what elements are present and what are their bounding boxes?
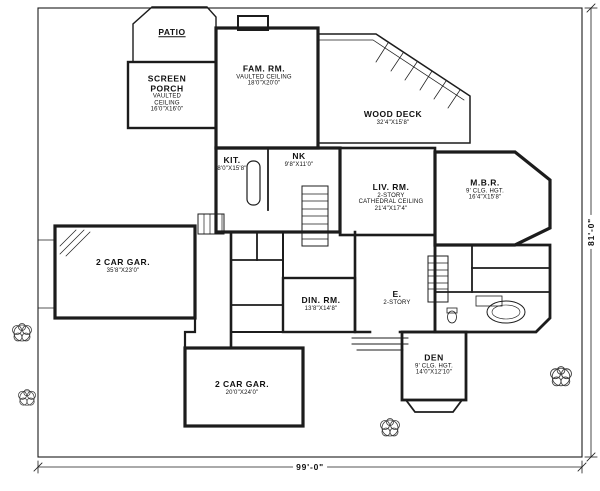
garage-upper-walls <box>53 224 197 320</box>
room-dims: 21'4"X17'4" <box>374 206 408 213</box>
room-label-kit: KIT. 8'0"X15'8" <box>217 154 247 172</box>
tree-icon <box>18 389 36 406</box>
room-dims: 14'0"X12'10" <box>415 369 453 376</box>
room-dims: 35'8"X23'0" <box>106 267 140 274</box>
room-name: M.B.R. <box>470 177 500 188</box>
room-name: 2 CAR GAR. <box>95 256 151 267</box>
garage-lower-walls <box>183 346 305 428</box>
room-dims: 16'0"X16'0" <box>150 106 184 113</box>
room-dims: 32'4"X15'8" <box>376 119 410 126</box>
room-note: 2-STORY <box>383 299 411 306</box>
room-label-liv-rm: LIV. RM. 2-STORY CATHEDRAL CEILING 21'4"… <box>359 183 424 213</box>
room-name: DEN <box>424 352 444 363</box>
property-border <box>37 7 583 458</box>
room-name: LIV. RM. <box>372 182 410 193</box>
stairs-main <box>301 185 329 247</box>
room-label-screen-porch: SCREEN PORCH VAULTED CEILING 16'0"X16'0" <box>141 74 193 113</box>
room-label-fam-rm: FAM. RM. VAULTED CEILING 18'0"X20'0" <box>236 63 292 88</box>
room-name: 2 CAR GAR. <box>214 378 270 389</box>
room-label-wood-deck: WOOD DECK 32'4"X15'8" <box>363 108 423 126</box>
front-steps <box>351 337 409 351</box>
room-label-gar-upper: 2 CAR GAR. 35'8"X23'0" <box>95 256 151 274</box>
tree-icon <box>380 418 400 437</box>
room-name: PATIO <box>158 27 186 38</box>
toilet-symbol <box>446 307 458 324</box>
driveway-lines <box>37 239 56 309</box>
room-dims: 16'4"X15'8" <box>468 194 502 201</box>
vanity-counter <box>475 295 503 307</box>
room-name: FAM. RM. <box>242 63 286 74</box>
dimension-height-label: 81'-0" <box>586 215 596 249</box>
kitchen-island <box>246 160 261 206</box>
stairs-mudroom <box>197 213 225 235</box>
room-label-patio: PATIO <box>158 28 185 38</box>
room-label-din-rm: DIN. RM. 13'8"X14'8" <box>301 294 341 312</box>
room-name: NK <box>292 150 306 161</box>
room-dims: 8'0"X15'8" <box>217 165 247 172</box>
room-note: 9' CLG. HGT. <box>415 363 453 370</box>
room-note: 9' CLG. HGT. <box>466 188 504 195</box>
room-note: CATHEDRAL CEILING <box>358 199 424 206</box>
deck-stairs <box>375 42 461 109</box>
garage-upper-hatch <box>59 229 91 257</box>
dimension-width-label: 99'-0" <box>293 462 327 472</box>
tree-icon <box>550 366 572 387</box>
room-name: SCREEN PORCH <box>147 73 187 93</box>
room-label-den: DEN 9' CLG. HGT. 14'0"X12'10" <box>415 352 453 377</box>
room-name: KIT. <box>223 154 241 165</box>
room-label-mbr: M.B.R. 9' CLG. HGT. 16'4"X15'8" <box>466 177 504 202</box>
tree-icon <box>12 323 32 342</box>
room-label-gar-lower: 2 CAR GAR. 20'0"X24'0" <box>214 378 270 396</box>
den-bay-window <box>404 398 464 413</box>
room-dims: 13'8"X14'8" <box>304 305 338 312</box>
room-name: DIN. RM. <box>301 294 341 305</box>
room-dims: 9'8"X11'0" <box>284 161 314 168</box>
room-name: E. <box>392 288 402 299</box>
room-name: WOOD DECK <box>363 108 423 119</box>
fireplace-symbol <box>237 15 269 31</box>
interior-walls <box>230 147 551 306</box>
dimension-lines <box>33 3 598 474</box>
room-note: 2-STORY <box>377 192 405 199</box>
room-note: VAULTED CEILING <box>236 74 292 81</box>
bathtub-symbol <box>486 300 526 324</box>
wood-deck-outline <box>317 33 471 144</box>
room-dims: 18'0"X20'0" <box>247 80 281 87</box>
room-label-entry: E. 2-STORY <box>383 288 411 306</box>
room-note: VAULTED CEILING <box>152 93 182 107</box>
room-label-nk: NK 9'8"X11'0" <box>284 150 314 168</box>
stairs-entry <box>427 255 449 303</box>
room-dims: 20'0"X24'0" <box>225 389 259 396</box>
